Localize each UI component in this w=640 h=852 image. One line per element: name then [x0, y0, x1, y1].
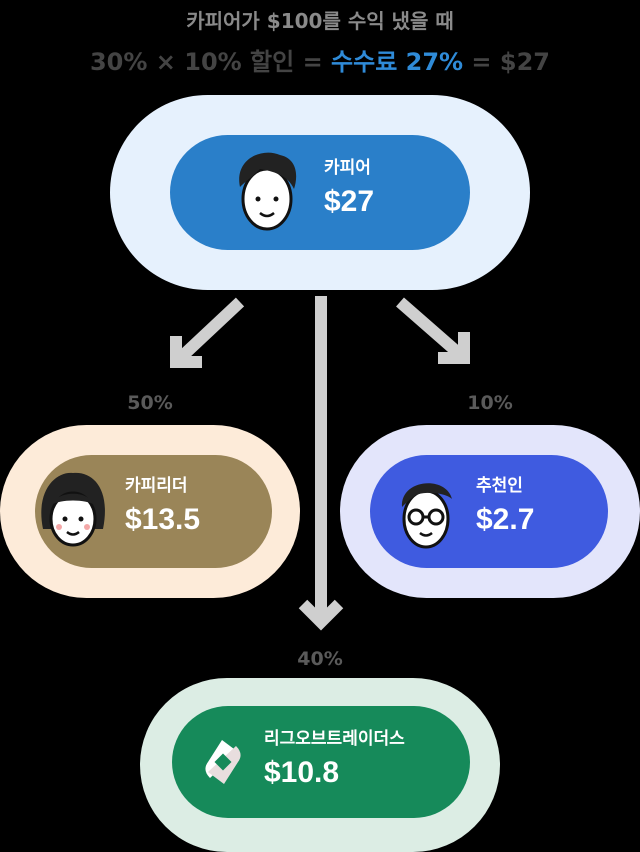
copier-name: 카피어 — [324, 158, 371, 178]
referrer-avatar-icon — [401, 483, 452, 549]
arrow-right — [396, 297, 470, 364]
copy-leader-name: 카피리더 — [125, 476, 188, 496]
copy-leader-card: 카피리더 $13.5 — [35, 455, 272, 568]
referrer-card: 추천인 $2.7 — [370, 455, 608, 568]
copier-card: 카피어 $27 — [170, 135, 470, 250]
formula-part1: 30% × 10% 할인 = — [89, 48, 332, 76]
formula: 30% × 10% 할인 = 수수료 27% = $27 — [0, 42, 640, 77]
formula-highlight: 수수료 27% — [331, 48, 464, 76]
referrer-amount: $2.7 — [476, 503, 535, 536]
copy-leader-avatar-icon — [41, 472, 105, 547]
formula-part2: = $27 — [463, 48, 550, 76]
referrer-percent: 10% — [467, 392, 513, 414]
referrer-name: 추천인 — [476, 476, 523, 496]
platform-name: 리그오브트레이더스 — [264, 729, 405, 749]
title: 카피어가 $100를 수익 냈을 때 — [186, 9, 454, 33]
platform-percent: 40% — [297, 648, 343, 670]
copy-leader-amount: $13.5 — [125, 503, 201, 536]
copier-avatar-icon — [239, 152, 297, 231]
copier-amount: $27 — [324, 185, 375, 218]
platform-logo-icon — [205, 740, 241, 784]
arrow-center — [298, 296, 344, 631]
platform-card: 리그오브트레이더스 $10.8 — [172, 706, 470, 818]
arrow-left — [170, 297, 245, 368]
platform-amount: $10.8 — [264, 756, 340, 789]
copy-leader-percent: 50% — [127, 392, 173, 414]
